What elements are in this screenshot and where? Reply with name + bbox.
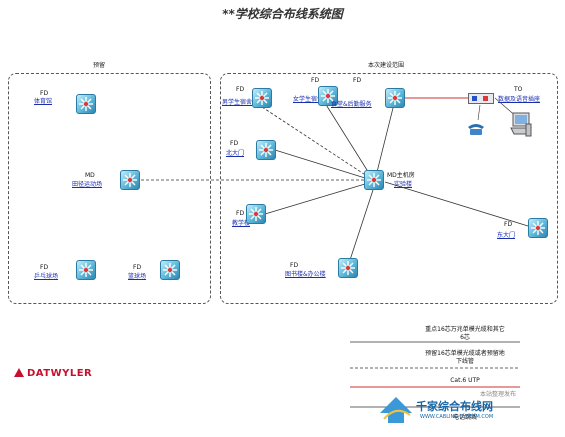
link-northgate-md xyxy=(274,149,366,179)
field-link[interactable]: 田径运动场 xyxy=(72,181,103,188)
link-canteen-md xyxy=(376,99,396,173)
link-maledorm-md xyxy=(261,106,371,179)
female-dorm-switch-icon xyxy=(318,86,338,106)
male-dorm-switch-icon xyxy=(252,88,272,108)
male-dorm-tag: FD xyxy=(236,86,245,93)
teaching-switch-icon xyxy=(246,204,266,224)
datwyler-logo: DATWYLER xyxy=(14,368,92,379)
link-eastgate-md xyxy=(384,181,529,227)
legend-text-1: 重点16芯万兆单模光缆和其它6芯 xyxy=(425,326,505,341)
basketball-link[interactable]: 篮球场 xyxy=(128,273,147,280)
east-gate-switch-icon xyxy=(528,218,548,238)
female-dorm-link[interactable]: 女学生宿舍 xyxy=(293,96,324,103)
teaching-link[interactable]: 教学楼 xyxy=(232,220,251,227)
teaching-tag: FD xyxy=(236,210,245,217)
link-teaching-md xyxy=(264,183,366,215)
field-switch-icon xyxy=(120,170,140,190)
north-gate-link[interactable]: 北大门 xyxy=(226,150,245,157)
reserved-region-label: 预留 xyxy=(93,62,106,69)
md-room-tag: MD主机房 xyxy=(387,172,415,179)
page-title: **学校综合布线系统图 xyxy=(222,7,343,21)
watermark-logo-icon xyxy=(378,395,414,425)
link-to-phone xyxy=(477,104,481,121)
library-tag: FD xyxy=(290,262,299,269)
phone-icon xyxy=(466,120,486,135)
watermark-top-text: 本站整理发布 xyxy=(480,391,517,398)
basketball-switch-icon xyxy=(160,260,180,280)
computer-icon xyxy=(510,112,532,138)
link-library-md xyxy=(349,189,374,261)
north-gate-tag: FD xyxy=(230,140,239,147)
basketball-tag: FD xyxy=(133,264,142,271)
outlet-icon xyxy=(468,93,494,104)
brand-name: DATWYLER xyxy=(27,368,93,379)
gym-switch-icon xyxy=(76,94,96,114)
library-switch-icon xyxy=(338,258,358,278)
pingpong-switch-icon xyxy=(76,260,96,280)
east-gate-tag: FD xyxy=(504,221,513,228)
male-dorm-link[interactable]: 男学生宿舍 xyxy=(222,99,253,106)
watermark-name: 千家综合布线网 xyxy=(416,400,493,413)
legend-text-4: 电话跳线 xyxy=(452,414,477,421)
canteen-link[interactable]: 食堂&后勤服务 xyxy=(331,101,372,108)
female-dorm-tag: FD xyxy=(311,77,320,84)
gym-tag: FD xyxy=(40,90,49,97)
library-link[interactable]: 图书楼&办公楼 xyxy=(285,271,326,278)
east-gate-link[interactable]: 东大门 xyxy=(497,232,516,239)
watermark-url[interactable]: WWW.CABLING-SYSTEM.COM xyxy=(420,414,494,420)
north-gate-switch-icon xyxy=(256,140,276,160)
canteen-tag: FD xyxy=(353,77,362,84)
current-region-label: 本次建设范围 xyxy=(368,62,405,69)
current-region xyxy=(220,73,558,304)
to-link[interactable]: 数据及语音插座 xyxy=(498,96,541,103)
canteen-switch-icon xyxy=(385,88,405,108)
datwyler-mark-icon xyxy=(14,368,24,377)
gym-link[interactable]: 体育馆 xyxy=(34,98,53,105)
to-tag: TO xyxy=(514,86,523,93)
md-room-link[interactable]: 实验楼 xyxy=(394,181,413,188)
reserved-region xyxy=(8,73,211,304)
pingpong-link[interactable]: 乒乓球场 xyxy=(34,273,59,280)
legend-text-3: Cat.6 UTP xyxy=(450,377,480,384)
legend-text-2: 预留16芯单模光缆或者预留地下线管 xyxy=(425,350,505,365)
pingpong-tag: FD xyxy=(40,264,49,271)
link-femaledorm-md xyxy=(324,102,373,179)
md-room-switch-icon xyxy=(364,170,384,190)
field-tag: MD xyxy=(85,172,95,179)
